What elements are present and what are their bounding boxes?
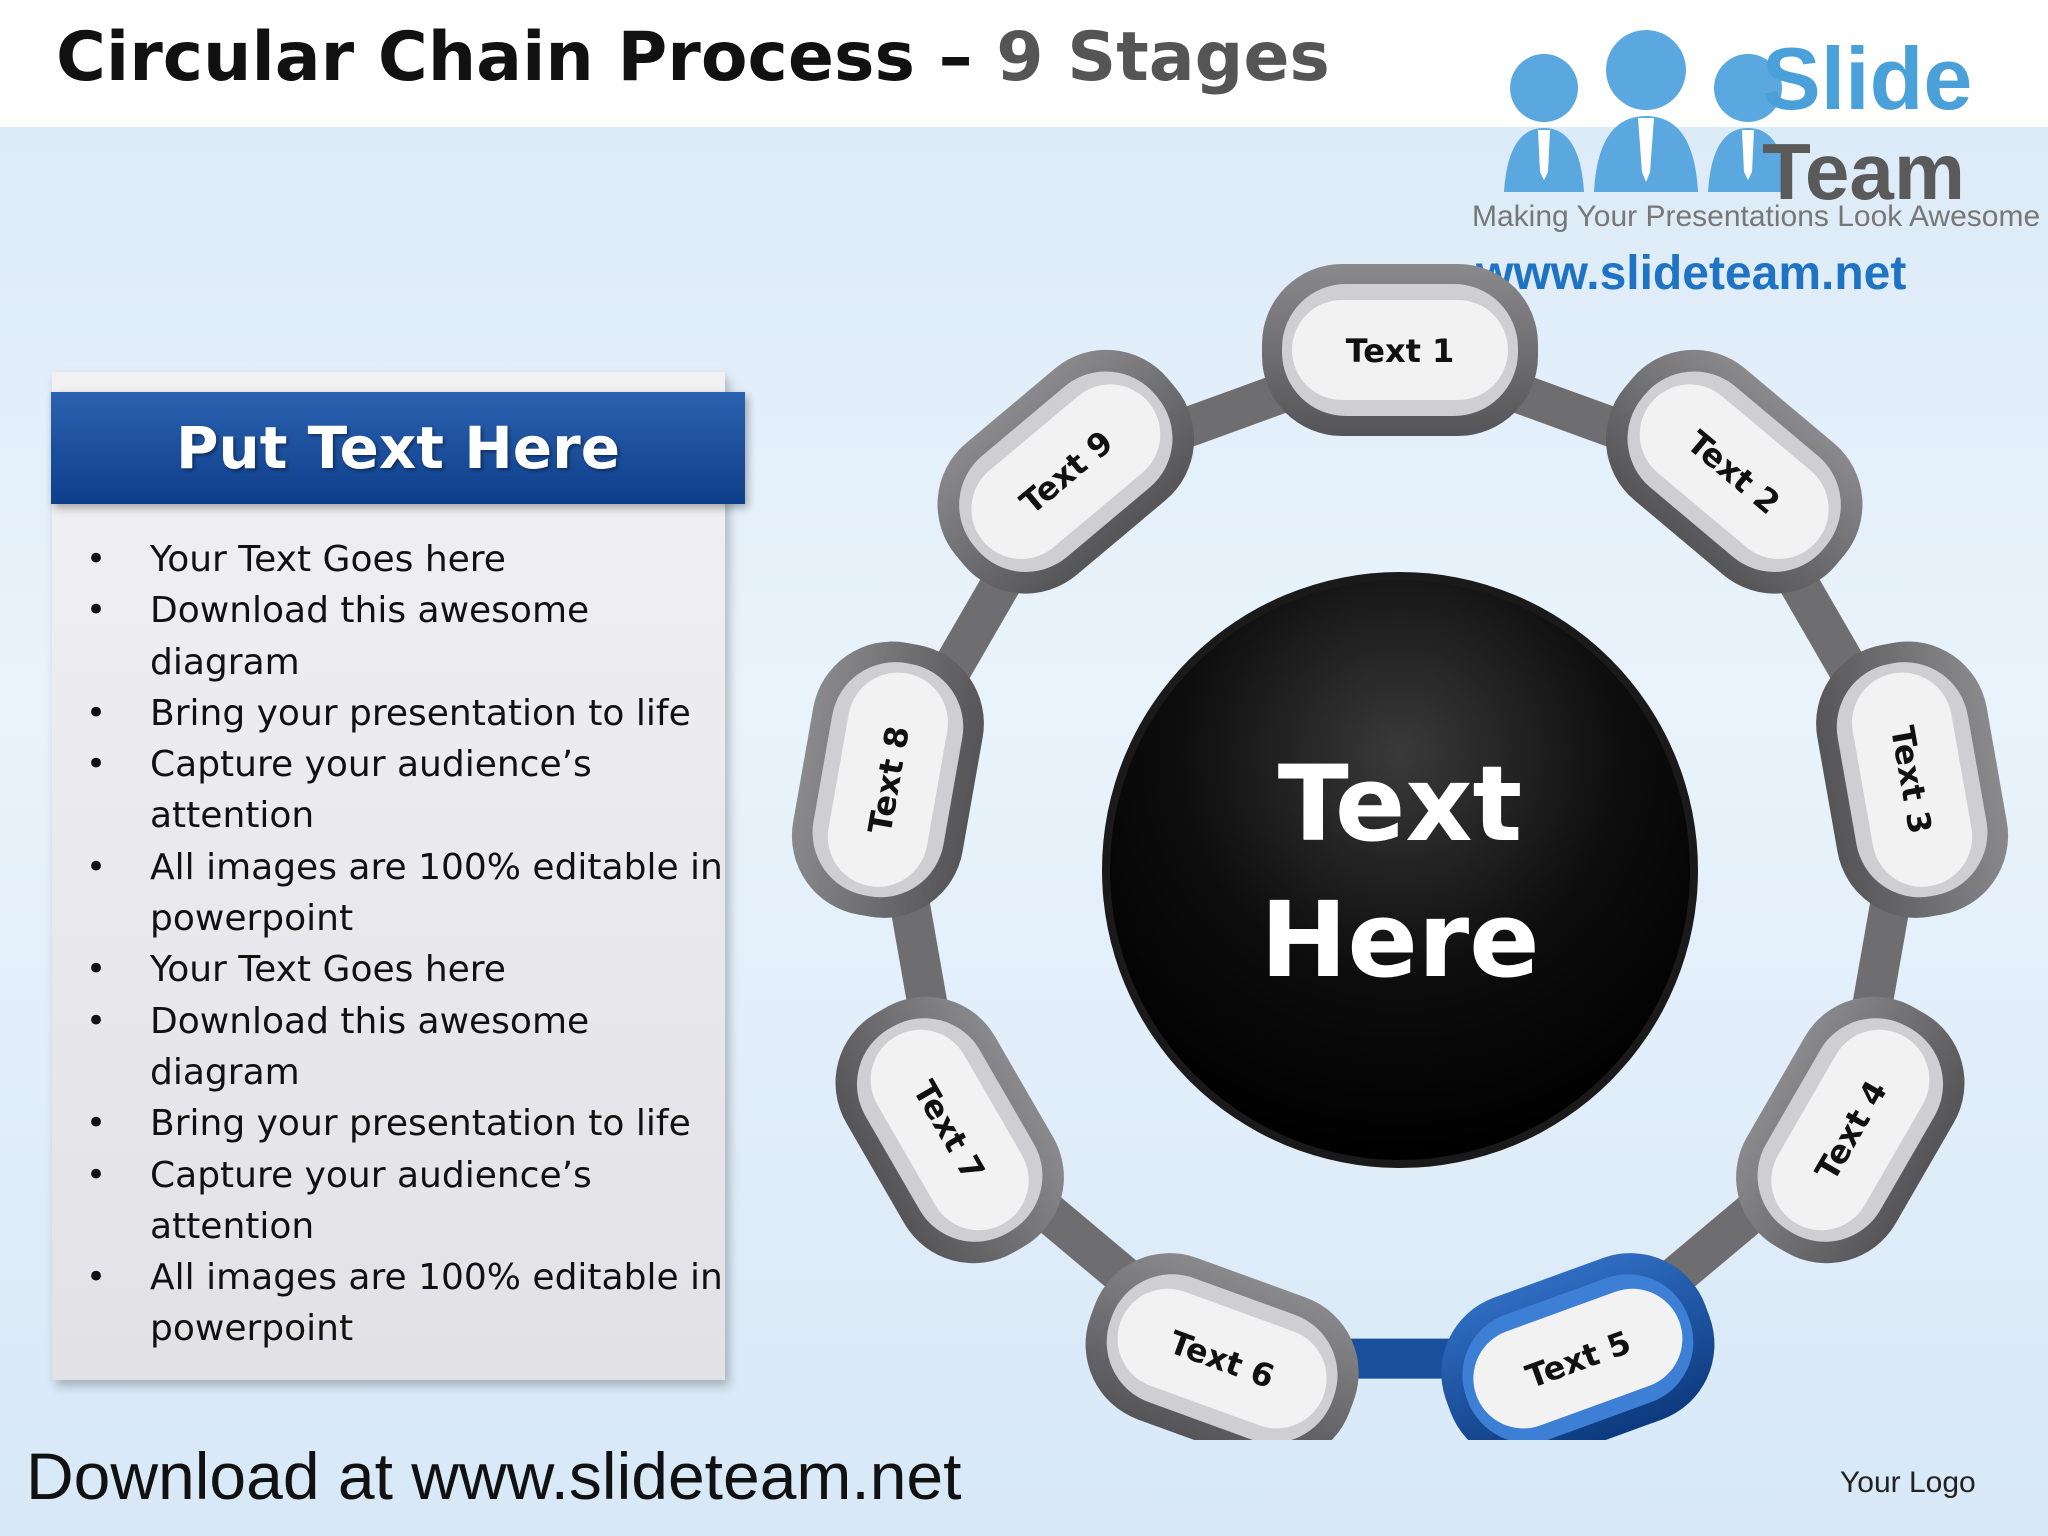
bullet-list: Your Text Goes hereDownload this awesome… (86, 534, 726, 1355)
chain-link-4[interactable]: Text 4 (1707, 967, 1994, 1292)
chain-link-inner (1473, 1288, 1683, 1429)
bullet-item: Your Text Goes here (86, 534, 726, 586)
chain-link-inner (1292, 300, 1508, 400)
chain-link-7[interactable]: Text 7 (806, 967, 1093, 1292)
bullet-line: attention (150, 795, 315, 837)
brand-slide: Slide (1762, 29, 1973, 128)
center-text-line2: Here (1260, 879, 1539, 1001)
chain-link-label: Text 1 (1346, 332, 1455, 370)
page-title: Circular Chain Process – 9 Stages (56, 18, 1330, 97)
bullet-line: Capture your audience’s (150, 1154, 592, 1196)
bullet-line: All images are 100% editable in (150, 846, 723, 888)
bullet-line: diagram (150, 1051, 300, 1093)
bullet-item: Download this awesome diagram (86, 585, 726, 688)
chain-link-2[interactable]: Text 2 (1573, 317, 1895, 626)
chain-link-8[interactable]: Text 8 (780, 629, 997, 931)
title-sub: 9 Stages (996, 18, 1330, 97)
bullet-line: attention (150, 1205, 315, 1247)
bullet-item: Download this awesome diagram (86, 996, 726, 1099)
tagline: Making Your Presentations Look Awesome (1472, 200, 2041, 233)
slideteam-logo: Slide Team Making Your Presentations Loo… (1446, 22, 2040, 310)
chain-link-6[interactable]: Text 6 (1063, 1231, 1381, 1440)
chain-link-1[interactable]: Text 1 (1262, 264, 1538, 436)
download-footer[interactable]: Download at www.slideteam.net (26, 1439, 962, 1513)
panel-heading: Put Text Here (175, 414, 621, 482)
chain-link-inner (1852, 672, 1973, 887)
chain-link-inner (827, 672, 948, 887)
bullet-line: powerpoint (150, 898, 354, 940)
center-text-line1: Text (1278, 743, 1522, 865)
bullet-item: Your Text Goes here (86, 944, 726, 996)
chain-link-inner (1117, 1288, 1327, 1429)
chain-link-3[interactable]: Text 3 (1803, 629, 2020, 931)
bullet-line: diagram (150, 641, 300, 683)
bullet-line: All images are 100% editable in (150, 1257, 723, 1299)
bullet-line: Bring your presentation to life (150, 692, 691, 734)
panel-header: Put Text Here (51, 392, 745, 504)
bullet-item: All images are 100% editable in powerpoin… (86, 842, 726, 945)
bullet-line: Your Text Goes here (150, 539, 506, 580)
chain-link-9[interactable]: Text 9 (905, 317, 1227, 626)
brand-team: Team (1762, 127, 1966, 216)
center-circle: Text Here (1102, 572, 1698, 1168)
bullet-line: Download this awesome (150, 590, 590, 632)
chain-link-5[interactable]: Text 5 (1419, 1231, 1737, 1440)
title-bar (0, 0, 2048, 127)
your-logo-placeholder: Your Logo (1840, 1466, 1976, 1499)
bullet-item: All images are 100% editable in powerpoin… (86, 1252, 726, 1355)
bullet-item: Capture your audience’s attention (86, 1150, 726, 1253)
bullet-line: Your Text Goes here (150, 949, 506, 991)
title-main: Circular Chain Process – (56, 18, 997, 97)
bullet-line: Bring your presentation to life (150, 1103, 691, 1145)
chain-link-inner (1639, 384, 1829, 559)
bullet-item: Bring your presentation to life (86, 1098, 726, 1150)
bullet-line: Download this awesome (150, 1000, 590, 1042)
bullet-item: Bring your presentation to life (86, 688, 726, 740)
chain-link-inner (971, 384, 1161, 559)
chain-link-inner (1771, 1029, 1930, 1231)
chain-link-inner (870, 1029, 1029, 1231)
people-icon (1504, 30, 1788, 192)
bullet-item: Capture your audience’s attention (86, 739, 726, 842)
bullet-line: powerpoint (150, 1308, 354, 1350)
website-link[interactable]: www.slideteam.net (1476, 247, 1907, 300)
bullet-line: Capture your audience’s (150, 744, 592, 786)
